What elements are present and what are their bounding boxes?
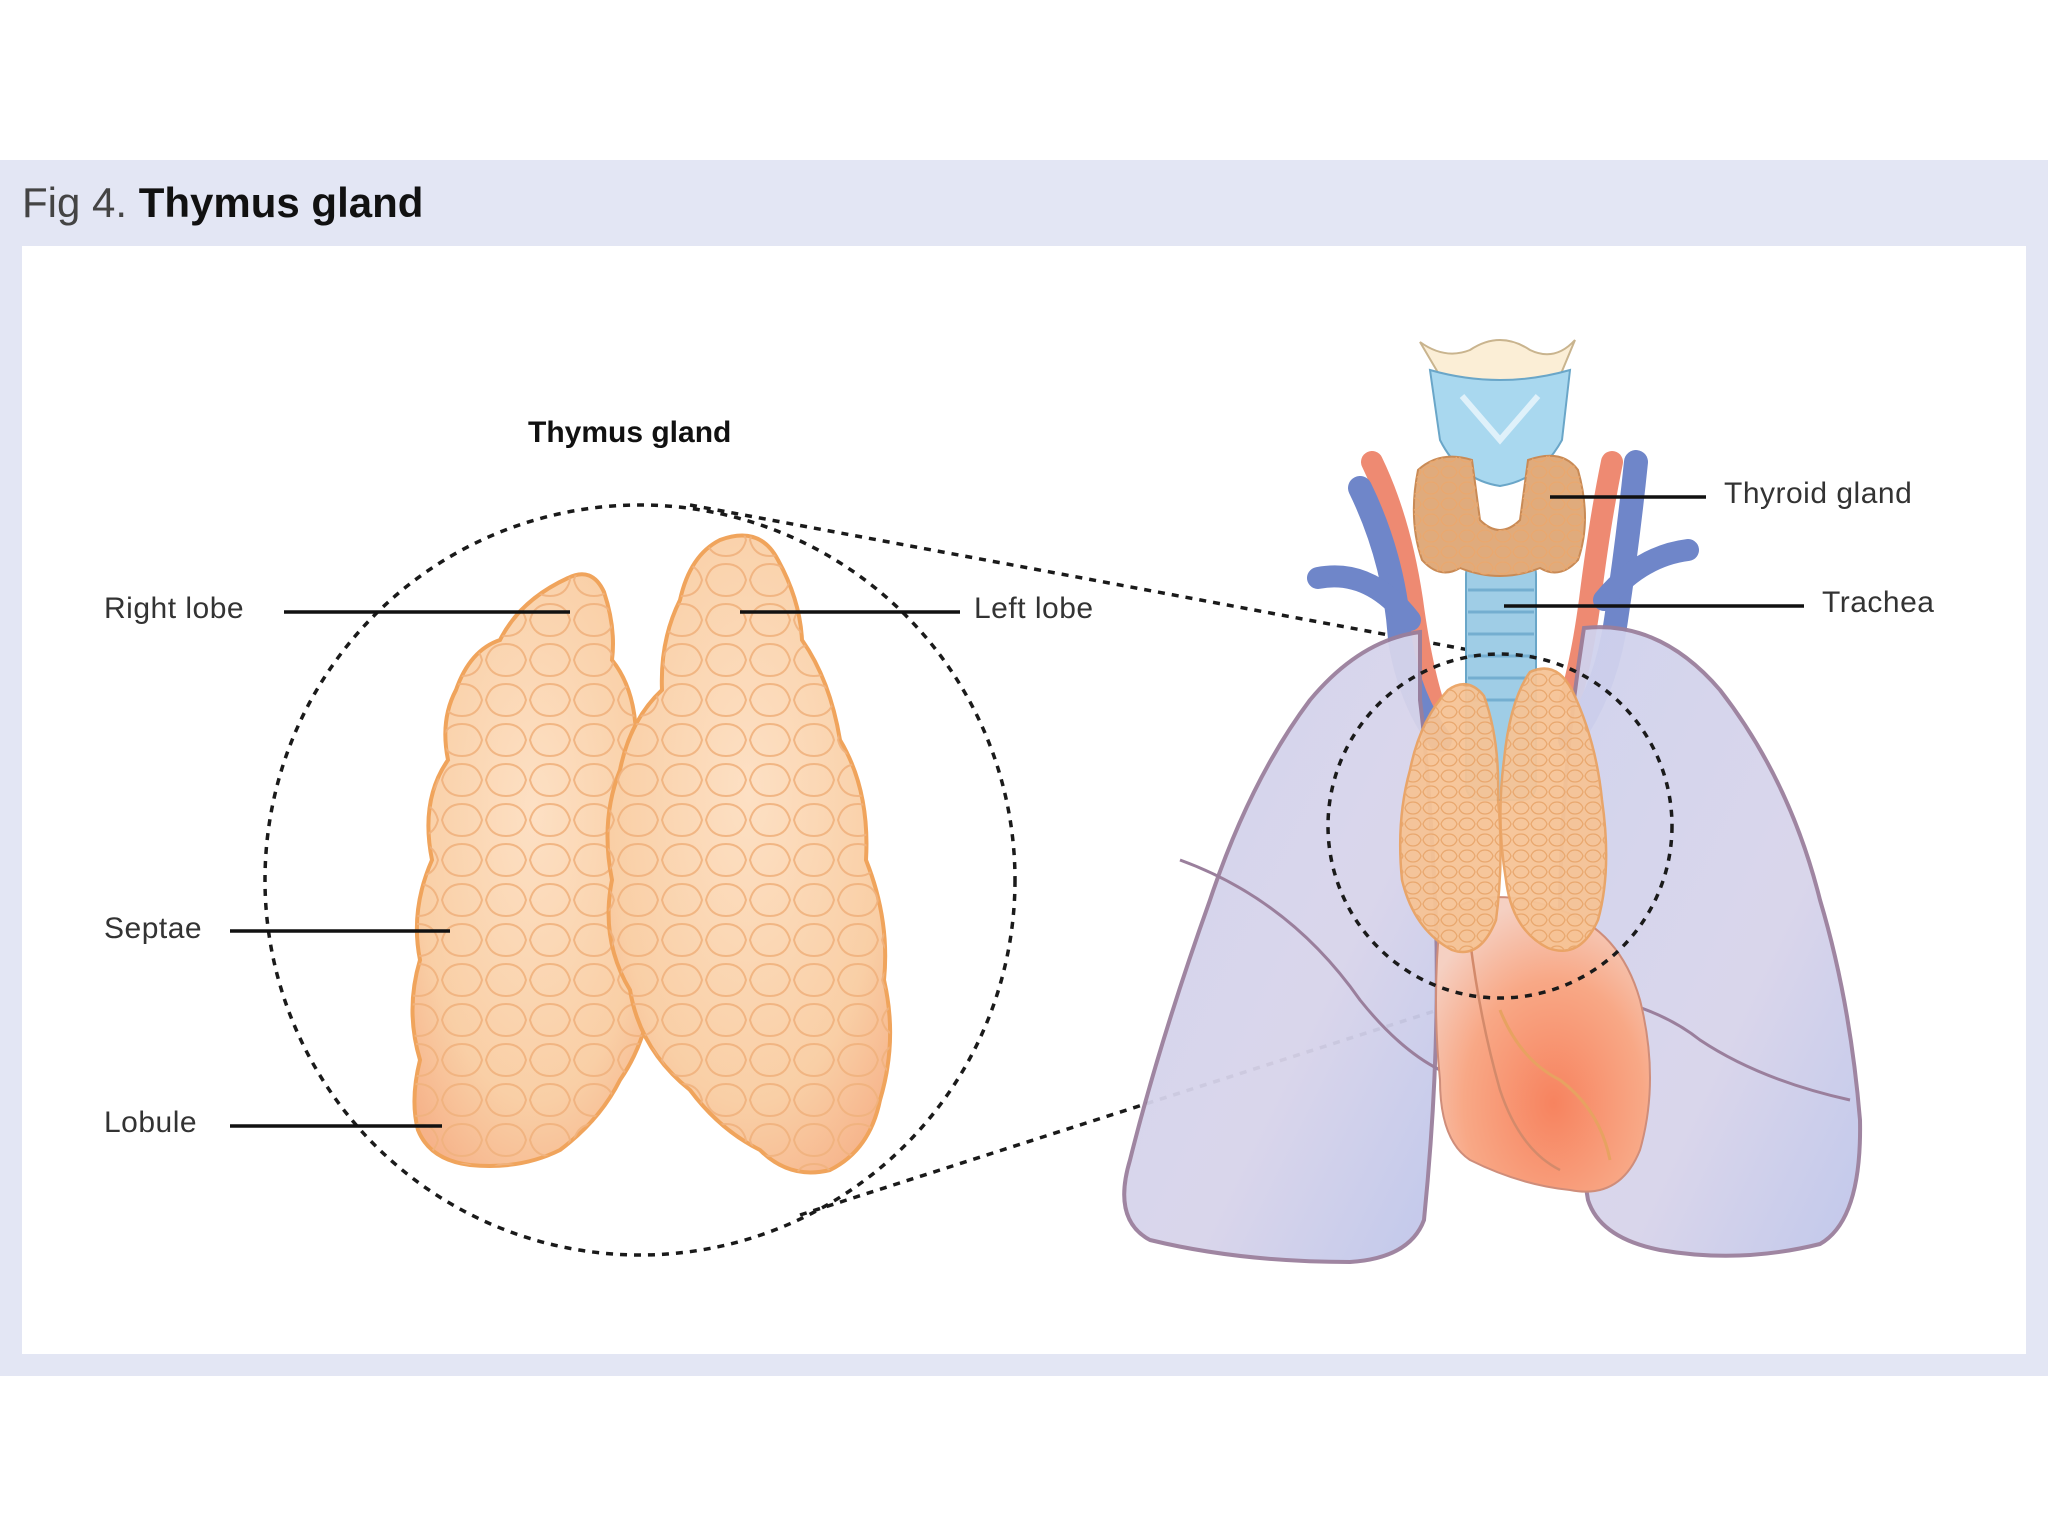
right-subclavian-vein (1593, 539, 1699, 611)
thyroid-gland-label: Thyroid gland (1724, 477, 1913, 510)
magnifier-circle (263, 503, 1017, 1257)
figure-name: Thymus gland (138, 179, 424, 226)
trachea-label: Trachea (1822, 586, 1935, 619)
detail-title: Thymus gland (528, 416, 732, 449)
figure-number: Fig 4. (22, 179, 128, 226)
lobule-label: Lobule (104, 1106, 198, 1139)
right-lobe-label: Right lobe (104, 592, 245, 625)
figure-title: Fig 4. Thymus gland (22, 160, 423, 246)
septae-label: Septae (104, 912, 203, 945)
highlight-circle (1326, 652, 1674, 1000)
left-lobe-label: Left lobe (974, 592, 1094, 625)
thymus-detail (230, 503, 1017, 1257)
left-subclavian-vein (1307, 565, 1421, 631)
right-lung-shape (1122, 629, 1439, 1265)
anatomy-overview (1122, 339, 1863, 1265)
